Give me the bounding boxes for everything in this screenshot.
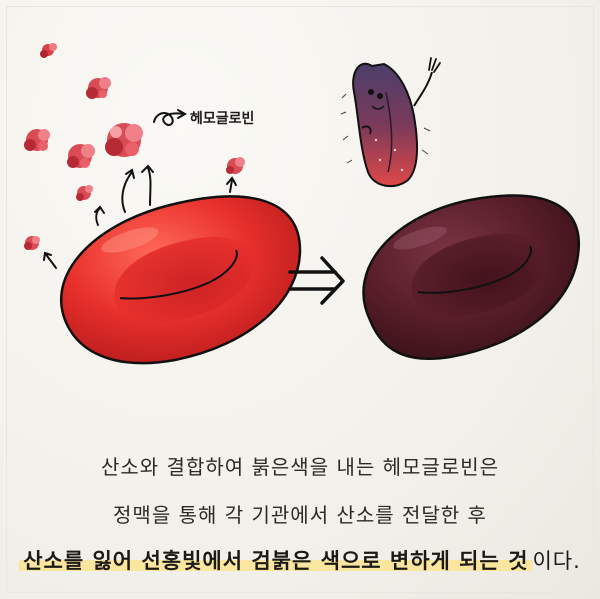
- caption-line-2: 정맥을 통해 각 기관에서 산소를 전달한 후: [113, 503, 487, 527]
- arrow-right-icon: [288, 256, 345, 305]
- caption-highlight: 산소를 잃어 선홍빛에서 검붉은 색으로 변하게 되는 것: [19, 549, 533, 573]
- red-blood-cell: [59, 195, 302, 365]
- waving-cell-character: [340, 57, 441, 188]
- caption-line-3-tail: 이다.: [532, 549, 581, 573]
- illustration: [24, 43, 581, 365]
- hemoglobin-pointer: [153, 109, 188, 126]
- release-arrows: [43, 164, 237, 269]
- dark-blood-cell: [362, 194, 581, 361]
- hemoglobin-molecules: [24, 43, 245, 250]
- hemoglobin-label: 헤모글로빈: [190, 111, 255, 127]
- caption-line-1: 산소와 결합하여 붉은색을 내는 헤모글로빈은: [100, 455, 500, 479]
